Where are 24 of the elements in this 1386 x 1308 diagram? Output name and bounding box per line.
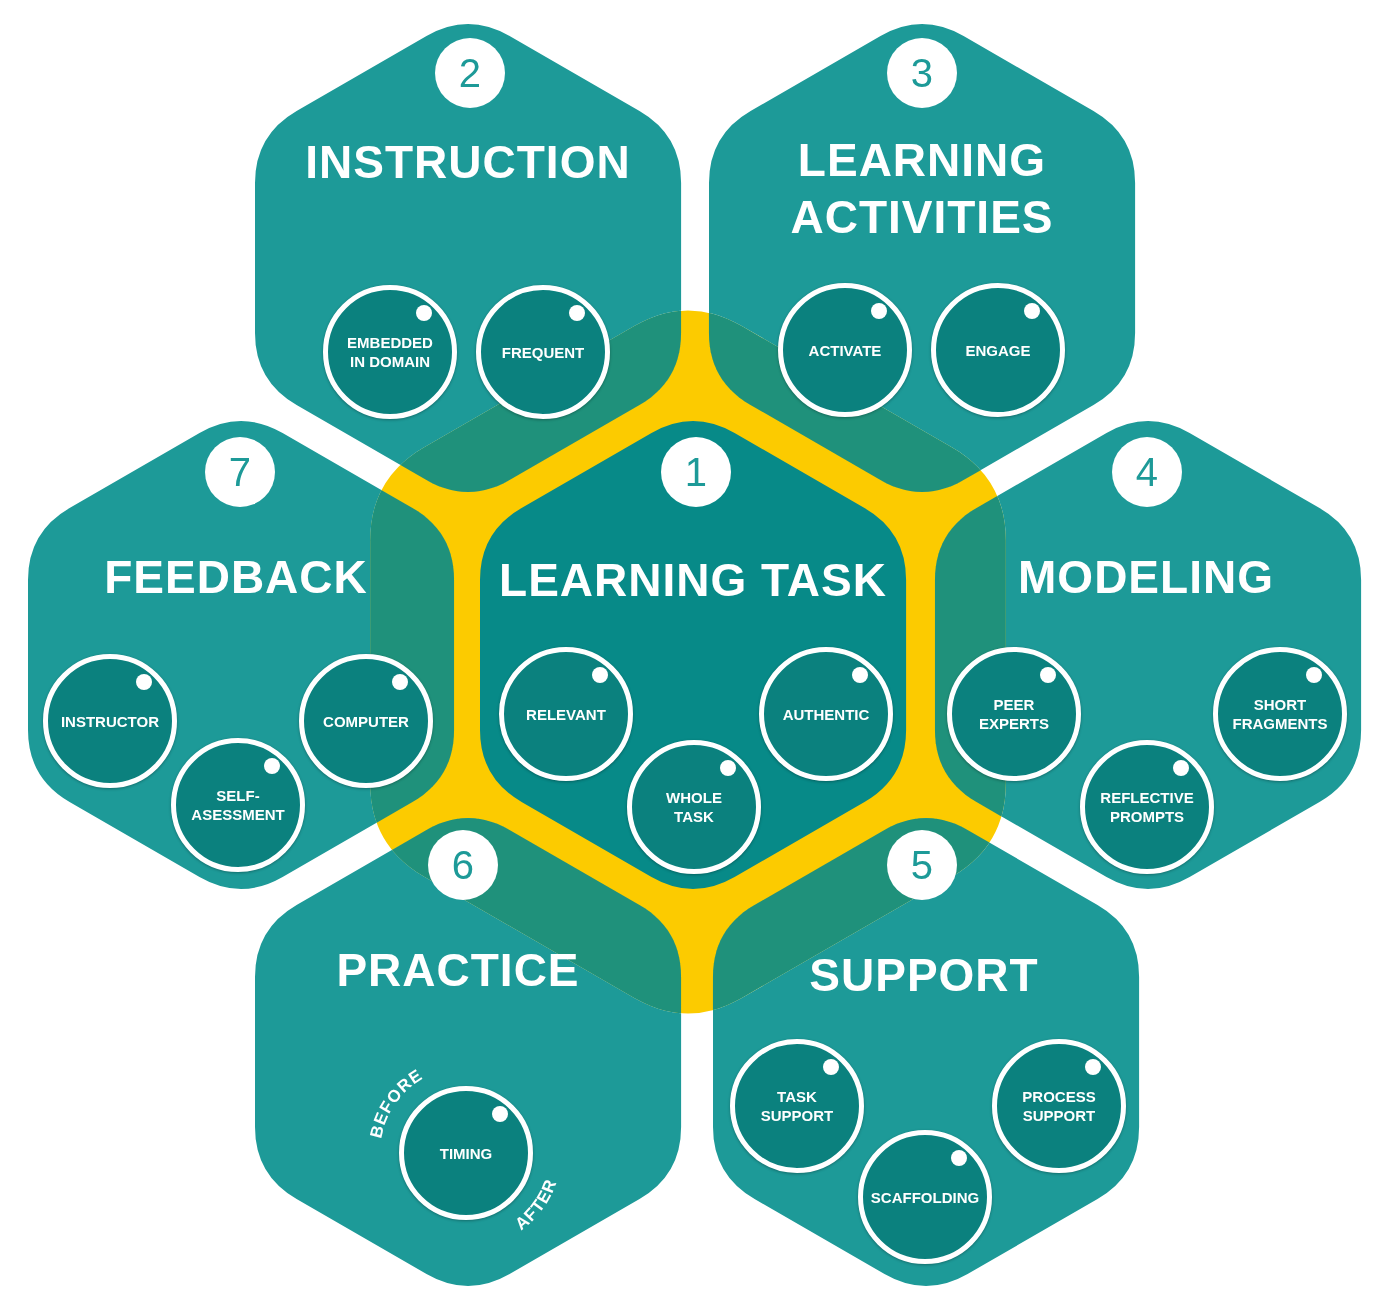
hexagon-title: SUPPORT: [809, 947, 1039, 1003]
topic-label: AUTHENTIC: [782, 704, 870, 724]
topic-label: WHOLE TASK: [665, 788, 723, 826]
hexagon-title: MODELING: [1018, 549, 1274, 605]
topic-label: COMPUTER: [323, 711, 409, 731]
topic-label: REFLECTIVE PROMPTS: [1099, 788, 1195, 826]
topic-label: ACTIVATE: [808, 340, 882, 360]
topic-label: ENGAGE: [965, 340, 1031, 360]
topic-label: INSTRUCTOR: [60, 711, 159, 731]
topic-label: RELEVANT: [526, 704, 606, 724]
topic-label: PEER EXPERTS: [977, 695, 1050, 733]
topic-label: EMBEDDED IN DOMAIN: [346, 333, 434, 371]
topic-label: TIMING: [439, 1143, 493, 1163]
hexagon-title: LEARNING ACTIVITIES: [789, 133, 1055, 245]
topic-label: SCAFFOLDING: [870, 1187, 980, 1207]
topic-label: TASK SUPPORT: [759, 1087, 835, 1125]
hexagon-title: LEARNING TASK: [499, 552, 887, 608]
hexagon-title: INSTRUCTION: [305, 134, 631, 190]
topic-label: PROCESS SUPPORT: [1021, 1087, 1097, 1125]
topic-label: FREQUENT: [501, 342, 585, 362]
topic-label: SELF-ASESSMENT: [190, 786, 286, 824]
hexagon-title: FEEDBACK: [104, 549, 368, 605]
hexagon-title: PRACTICE: [336, 942, 580, 998]
topic-label: SHORT FRAGMENTS: [1231, 695, 1329, 733]
